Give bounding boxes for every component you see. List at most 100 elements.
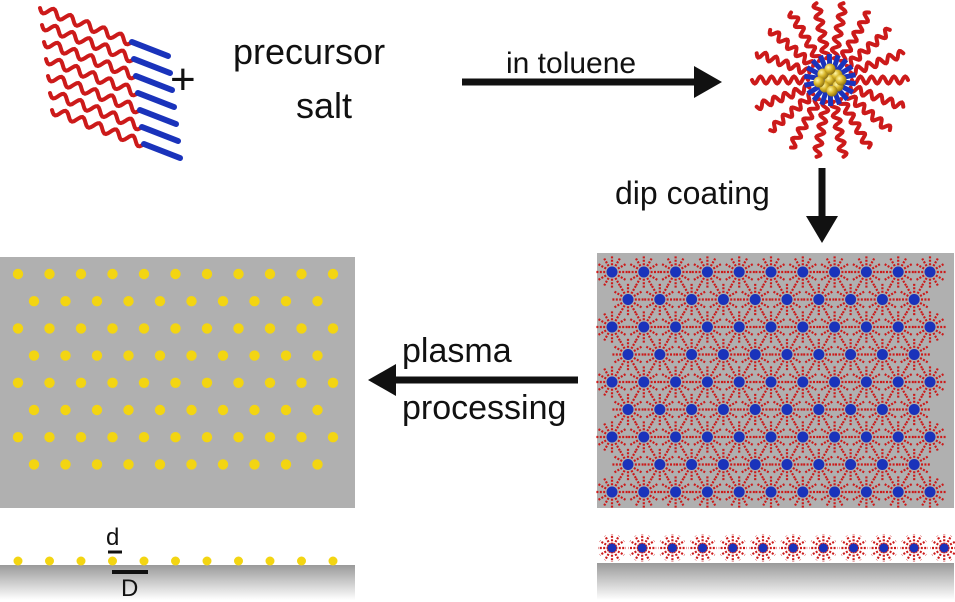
gold-nanoparticle (44, 432, 54, 442)
gold-nanoparticle (170, 378, 180, 388)
gold-nanoparticle (170, 269, 180, 279)
precursor-label: precursor (233, 34, 385, 70)
gold-nanoparticle (202, 323, 212, 333)
gold-nanoparticle (155, 405, 165, 415)
gold-nanoparticle (218, 296, 228, 306)
core-block (144, 144, 180, 158)
gold-nanoparticle (186, 296, 196, 306)
gold-nanoparticle (44, 323, 54, 333)
micelle (628, 534, 656, 562)
gold-nanoparticle (60, 459, 70, 469)
nanoparticle-substrate-side-view (0, 565, 355, 600)
gold-nanoparticle (44, 378, 54, 388)
gold-nanoparticle (249, 405, 259, 415)
gold-precursor (827, 86, 838, 97)
micelle-row-side-view (598, 534, 955, 562)
core-block (134, 59, 170, 73)
gold-nanoparticle (139, 323, 149, 333)
gold-nanoparticle (139, 432, 149, 442)
gold-nanoparticle (170, 432, 180, 442)
micelle-substrate-side-view (597, 563, 954, 600)
gold-nanoparticle (14, 557, 23, 566)
gold-nanoparticle (139, 378, 149, 388)
gold-nanoparticle (60, 405, 70, 415)
gold-nanoparticle-row-side-view (14, 557, 338, 566)
gold-nanoparticle (123, 296, 133, 306)
gold-nanoparticle (107, 323, 117, 333)
block-copolymer-chains (40, 8, 180, 158)
gold-nanoparticle (29, 296, 39, 306)
gold-nanoparticle (171, 557, 180, 566)
gold-nanoparticle (249, 350, 259, 360)
gold-nanoparticle (203, 557, 212, 566)
gold-nanoparticle (249, 459, 259, 469)
shell-block (52, 110, 144, 146)
gold-nanoparticle (296, 323, 306, 333)
gold-nanoparticle (13, 378, 23, 388)
gold-nanoparticle (218, 459, 228, 469)
gold-nanoparticle (312, 296, 322, 306)
gold-nanoparticle (76, 323, 86, 333)
gold-nanoparticle (202, 432, 212, 442)
gold-nanoparticle (312, 459, 322, 469)
gold-nanoparticle (170, 323, 180, 333)
in-toluene-label: in toluene (506, 49, 636, 79)
micelle (809, 534, 837, 562)
gold-nanoparticle (76, 378, 86, 388)
gold-nanoparticle (92, 350, 102, 360)
gold-precursor (825, 64, 836, 75)
core-block (142, 127, 178, 141)
gold-nanoparticle (107, 432, 117, 442)
gold-nanoparticle (265, 269, 275, 279)
core-block (138, 93, 174, 107)
micelle (840, 534, 868, 562)
gold-nanoparticle (281, 350, 291, 360)
gold-nanoparticle (296, 269, 306, 279)
gold-nanoparticle (218, 405, 228, 415)
micelle (658, 534, 686, 562)
gold-nanoparticle (233, 323, 243, 333)
gold-nanoparticle (92, 459, 102, 469)
gold-nanoparticle (281, 459, 291, 469)
salt-label: salt (296, 88, 352, 124)
gold-nanoparticle (328, 378, 338, 388)
gold-nanoparticle (29, 350, 39, 360)
gold-nanoparticle (265, 323, 275, 333)
gold-nanoparticle (328, 432, 338, 442)
gold-nanoparticle (123, 459, 133, 469)
gold-nanoparticle (296, 432, 306, 442)
gold-nanoparticle (92, 405, 102, 415)
gold-precursor (836, 75, 847, 86)
arrow-dip-coating (806, 168, 838, 243)
gold-nanoparticle (265, 432, 275, 442)
gold-nanoparticle (233, 269, 243, 279)
gold-nanoparticle (13, 432, 23, 442)
gold-nanoparticle (297, 557, 306, 566)
gold-nanoparticle (329, 557, 338, 566)
gold-nanoparticle (249, 296, 259, 306)
gold-nanoparticle (312, 350, 322, 360)
gold-nanoparticle (107, 378, 117, 388)
micelle (779, 534, 807, 562)
gold-nanoparticle (60, 350, 70, 360)
micelle (719, 534, 747, 562)
gold-nanoparticle (233, 378, 243, 388)
gold-nanoparticle (281, 296, 291, 306)
micelle (689, 534, 717, 562)
gold-nanoparticle (123, 350, 133, 360)
gold-nanoparticle (218, 350, 228, 360)
shell-arm (852, 77, 908, 84)
core-block (132, 42, 168, 56)
micelle (900, 534, 928, 562)
gold-nanoparticle (266, 557, 275, 566)
core-block (140, 110, 176, 124)
gold-nanoparticle (123, 405, 133, 415)
gold-nanoparticle (328, 269, 338, 279)
plasma-label: plasma (402, 334, 512, 368)
micelle (749, 534, 777, 562)
gold-nanoparticle (265, 378, 275, 388)
gold-nanoparticle (92, 296, 102, 306)
micelle (930, 534, 955, 562)
gold-nanoparticle (312, 405, 322, 415)
